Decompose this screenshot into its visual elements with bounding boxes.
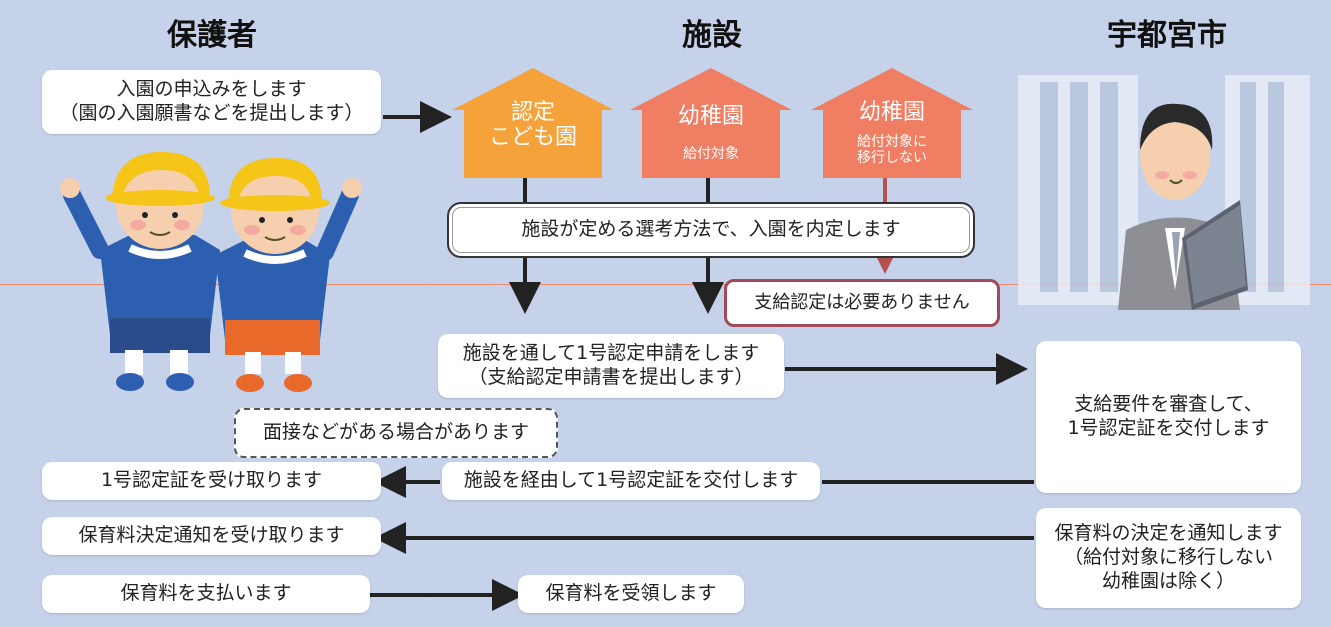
house-kindergarten-subsidy-label: 幼稚園 (677, 104, 744, 129)
box-receive-cert: 1号認定証を受け取ります (42, 462, 381, 500)
house-kindergarten-subsidy: 幼稚園 給付対象 (630, 68, 792, 178)
house-kindergarten-nonsubsidy-sub: 給付対象に 移行しない (857, 134, 927, 167)
box-city-notice: 保育料の決定を通知します （給付対象に移行しない 幼稚園は除く） (1036, 508, 1301, 608)
column-header-city: 宇都宮市 (1107, 18, 1227, 53)
house-kindergarten-nonsubsidy-label: 幼稚園 (858, 100, 925, 125)
column-header-facility: 施設 (682, 18, 742, 53)
building-illustration (1018, 75, 1310, 305)
box-request: 施設を通して1号認定申請をします （支給認定申請書を提出します） (438, 334, 784, 398)
house-kodomoen-label: 認定 こども園 (488, 100, 577, 151)
box-collect: 保育料を受領します (518, 575, 744, 613)
column-header-guardian: 保護者 (167, 18, 257, 53)
city-officer-illustration (1118, 103, 1248, 310)
box-apply: 入園の申込みをします （園の入園願書などを提出します） (42, 70, 381, 134)
child-left-illustration (60, 152, 220, 391)
box-not-needed: 支給認定は必要ありません (724, 279, 1000, 327)
house-kindergarten-nonsubsidy: 幼稚園 給付対象に 移行しない (811, 68, 973, 178)
child-right-illustration (215, 158, 362, 392)
box-selection: 施設が定める選考方法で、入園を内定します (447, 202, 975, 258)
house-kindergarten-subsidy-sub: 給付対象 (683, 146, 739, 162)
box-city-review: 支給要件を審査して、 1号認定証を交付します (1036, 341, 1301, 493)
box-pay: 保育料を支払います (42, 575, 370, 613)
box-interview: 面接などがある場合があります (234, 408, 558, 458)
box-issue-via: 施設を経由して1号認定証を交付します (442, 462, 820, 500)
box-receive-notice: 保育料決定通知を受け取ります (42, 517, 381, 555)
divider-line (0, 284, 1331, 285)
house-kodomoen: 認定 こども園 (452, 68, 614, 178)
